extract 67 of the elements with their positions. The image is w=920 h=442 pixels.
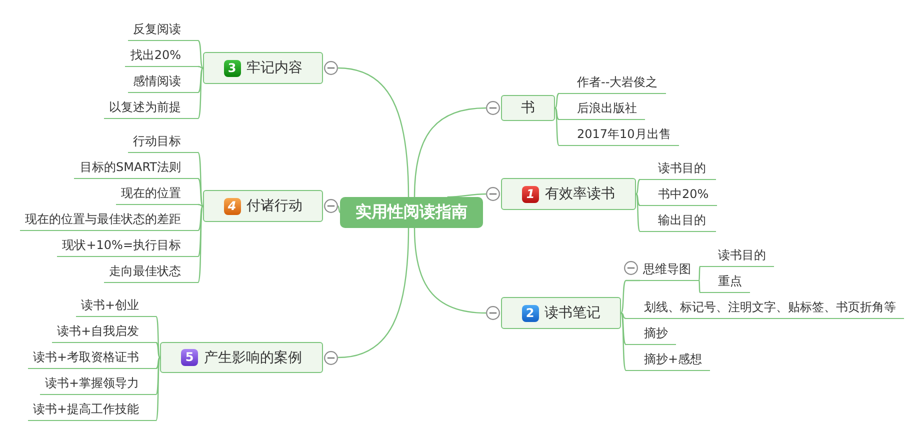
subtopic-label: 反复阅读 — [128, 19, 198, 41]
number-badge: 4 — [224, 198, 240, 214]
branch-line — [197, 68, 204, 94]
subtopic-label: 读书+创业 — [76, 295, 156, 317]
subtopic-label: 读书+提高工作技能 — [28, 399, 156, 421]
branch-line — [620, 312, 627, 346]
branch-line — [155, 342, 160, 358]
subtopic-label: 现状+10%=执行目标 — [57, 235, 198, 257]
branch-line — [698, 280, 701, 294]
subtopic-label: 书中20% — [640, 184, 717, 206]
subtopic-label: 现在的位置与最佳状态的差距 — [20, 209, 198, 231]
subtopic-label: 输出目的 — [640, 210, 716, 232]
branch-line — [197, 152, 204, 206]
subtopic-label: 2017年10月出售 — [559, 124, 679, 146]
subtopic-label: 找出20% — [125, 45, 198, 67]
branch-line — [197, 68, 204, 120]
subtopic-label: 思维导图 — [640, 259, 699, 281]
subtopic-label: 读书目的 — [700, 245, 774, 267]
branch-line — [197, 206, 204, 284]
subtopic-label: 读书+自我启发 — [52, 321, 156, 343]
branch-line — [620, 280, 640, 314]
branch-line — [447, 193, 486, 198]
topic-text: 付诸行动 — [246, 197, 302, 215]
subtopic-label: 现在的位置 — [116, 183, 198, 205]
branch-line — [338, 228, 410, 358]
subtopic-label: 读书+考取资格证书 — [28, 347, 156, 369]
subtopic-label: 摘抄+感想 — [626, 349, 710, 371]
subtopic-label: 摘抄 — [626, 323, 676, 345]
branch-line — [554, 108, 560, 120]
branch-line — [554, 108, 560, 146]
subtopic-label: 目标的SMART法则 — [74, 157, 198, 179]
number-badge: 1 — [522, 186, 539, 202]
branch-line — [414, 228, 486, 314]
central-topic: 实用性阅读指南 — [340, 197, 483, 228]
branch-line — [337, 206, 341, 213]
branch-line — [197, 178, 204, 206]
branch-line — [635, 194, 641, 232]
topic-text: 书 — [521, 99, 535, 117]
branch-line — [636, 194, 641, 206]
subtopic-label: 读书+掌握领导力 — [40, 373, 156, 395]
number-badge: 2 — [522, 304, 538, 322]
subtopic-label: 感情阅读 — [128, 71, 198, 93]
branch-line — [155, 316, 161, 358]
branch-line — [197, 40, 204, 68]
number-badge: 5 — [181, 349, 198, 366]
subtopic-label: 重点 — [700, 271, 750, 293]
subtopic-label: 后浪出版社 — [559, 98, 645, 120]
subtopic-label: 以复述为前提 — [104, 97, 198, 119]
subtopic-label: 划线、标记号、注明文字、贴标签、书页折角等 — [626, 297, 904, 319]
branch-line — [414, 107, 486, 198]
topic-text: 产生影响的案例 — [204, 348, 302, 366]
subtopic-label: 读书目的 — [640, 158, 716, 180]
subtopic-label: 走向最佳状态 — [104, 261, 198, 283]
branch-line — [155, 357, 161, 396]
topic-text: 牢记内容 — [246, 59, 302, 77]
branch-line — [636, 178, 641, 194]
branch-line — [620, 312, 627, 372]
branch-line — [698, 266, 701, 281]
branch-line — [155, 357, 160, 370]
branch-line — [197, 206, 204, 232]
topic-text: 读书笔记 — [544, 304, 600, 322]
subtopic-label: 作者--大岩俊之 — [559, 72, 666, 94]
branch-line — [338, 67, 410, 198]
number-badge: 3 — [224, 60, 240, 76]
subtopic-label: 行动目标 — [128, 131, 198, 153]
branch-line — [554, 92, 560, 108]
topic-text: 有效率读书 — [545, 185, 615, 203]
